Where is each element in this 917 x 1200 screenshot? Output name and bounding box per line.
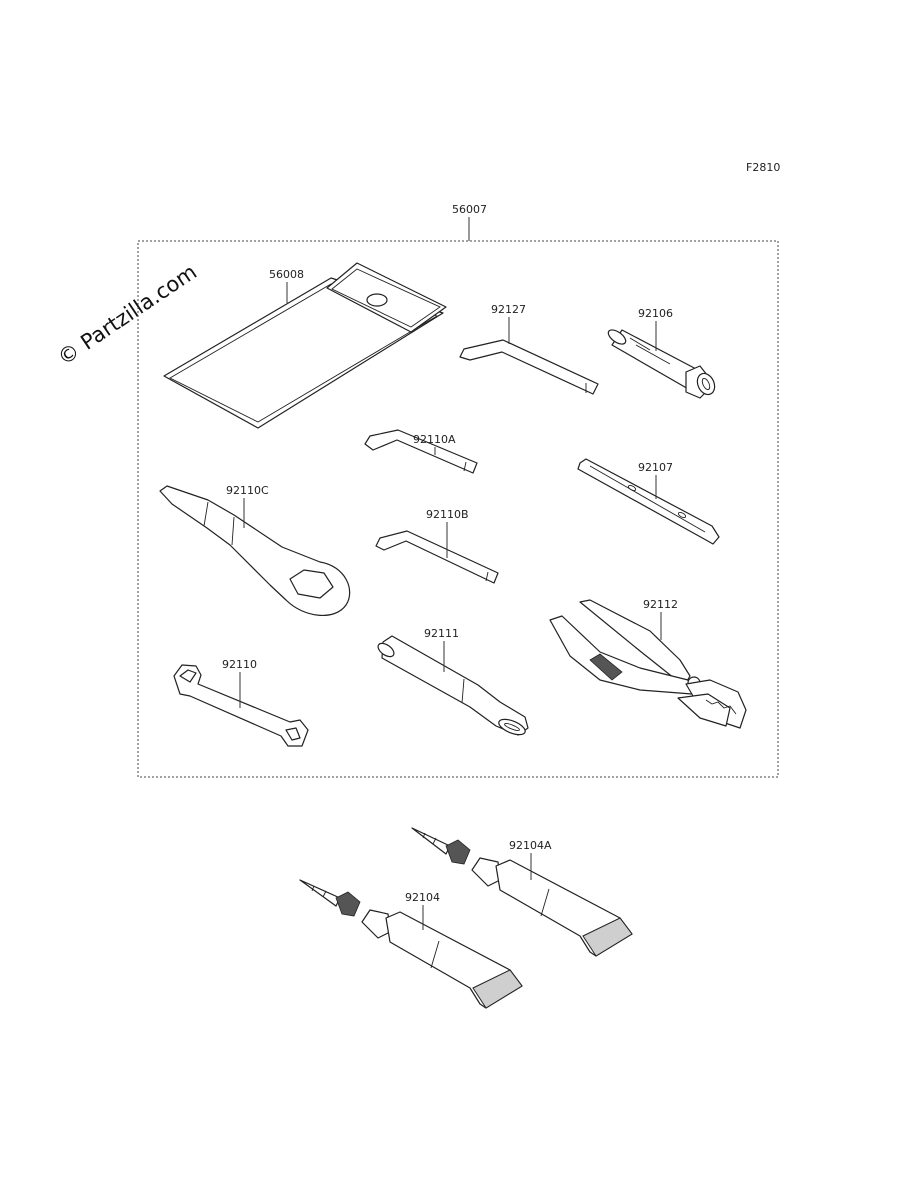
label-92104: 92104 [405, 891, 440, 904]
assembly-label: 56007 [452, 203, 487, 216]
ring-wrench [159, 485, 351, 617]
label-92104A: 92104A [509, 839, 552, 852]
label-56008: 56008 [269, 268, 304, 281]
screwdriver [577, 458, 720, 545]
label-92106: 92106 [638, 307, 673, 320]
label-92112: 92112 [643, 598, 678, 611]
extension-bar [377, 635, 529, 736]
figure-code: F2810 [746, 161, 780, 174]
grease-tube [299, 879, 523, 1009]
hex-key-large [459, 339, 599, 395]
spark-plug-handle [607, 329, 716, 399]
label-92110C: 92110C [226, 484, 269, 497]
label-92111: 92111 [424, 627, 459, 640]
label-92110A: 92110A [413, 433, 456, 446]
label-92127: 92127 [491, 303, 526, 316]
label-92110: 92110 [222, 658, 257, 671]
open-wrench [173, 664, 309, 747]
tool-kit-box [137, 240, 779, 778]
hex-key-b [375, 530, 499, 584]
pliers [549, 599, 747, 729]
watermark: © Partzilla.com [53, 260, 201, 371]
label-92107: 92107 [638, 461, 673, 474]
tool-pouch [163, 262, 447, 429]
grease-tube-a [411, 827, 633, 957]
hex-key-a [364, 429, 478, 474]
label-92110B: 92110B [426, 508, 469, 521]
